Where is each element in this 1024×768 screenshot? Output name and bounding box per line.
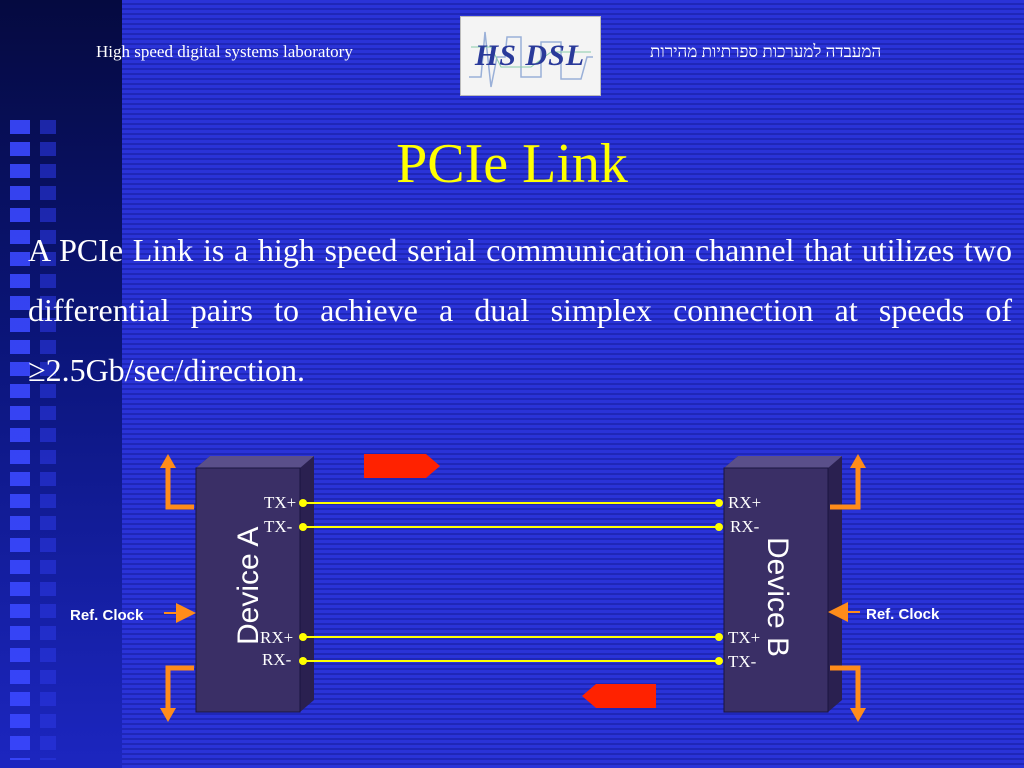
terminal-dot (299, 523, 307, 531)
ground-arrow-b-bottom (830, 665, 866, 722)
terminal-dot (715, 499, 723, 507)
pin-label-b-rx-pos: RX+ (728, 493, 761, 512)
pin-label-a-rx-neg: RX- (262, 650, 292, 669)
left-decor-squares-2 (40, 120, 56, 760)
direction-arrow-left (582, 684, 656, 708)
device-b-top (724, 456, 842, 468)
terminal-dot (299, 657, 307, 665)
pin-label-a-tx-pos: TX+ (264, 493, 296, 512)
device-b-box (723, 467, 829, 713)
logo-text: HS DSL (474, 39, 586, 72)
left-decor-squares (10, 120, 30, 760)
slide-title: PCIe Link (396, 133, 628, 195)
lab-name-english: High speed digital systems laboratory (96, 42, 353, 61)
ground-arrow-a-bottom (160, 665, 194, 722)
terminal-dot (715, 523, 723, 531)
device-a-top (196, 456, 314, 468)
pin-label-b-tx-neg: TX- (728, 652, 757, 671)
power-arrow-b-top (830, 454, 866, 510)
device-a-label: Device A (232, 527, 265, 645)
pin-label-a-tx-neg: TX- (264, 517, 293, 536)
ref-clock-label-left: Ref. Clock (70, 607, 144, 624)
slide-body-text: A PCIe Link is a high speed serial commu… (28, 232, 1012, 388)
logo-graphic (469, 31, 593, 88)
terminal-dot (715, 633, 723, 641)
lab-name-hebrew: המעבדה למערכות ספרתיות מהירות (650, 42, 882, 61)
ref-clock-label-right: Ref. Clock (866, 606, 940, 623)
lab-logo: HS DSL (460, 16, 601, 96)
device-a-box (195, 467, 301, 713)
device-b-label: Device B (761, 537, 794, 657)
terminal-dot (715, 657, 723, 665)
terminal-dot (299, 499, 307, 507)
pin-label-b-rx-neg: RX- (730, 517, 760, 536)
pin-label-b-tx-pos: TX+ (728, 628, 760, 647)
terminal-dot (299, 633, 307, 641)
pin-label-a-rx-pos: RX+ (260, 628, 293, 647)
direction-arrow-right (364, 454, 440, 478)
power-arrow-a-top (160, 454, 194, 510)
